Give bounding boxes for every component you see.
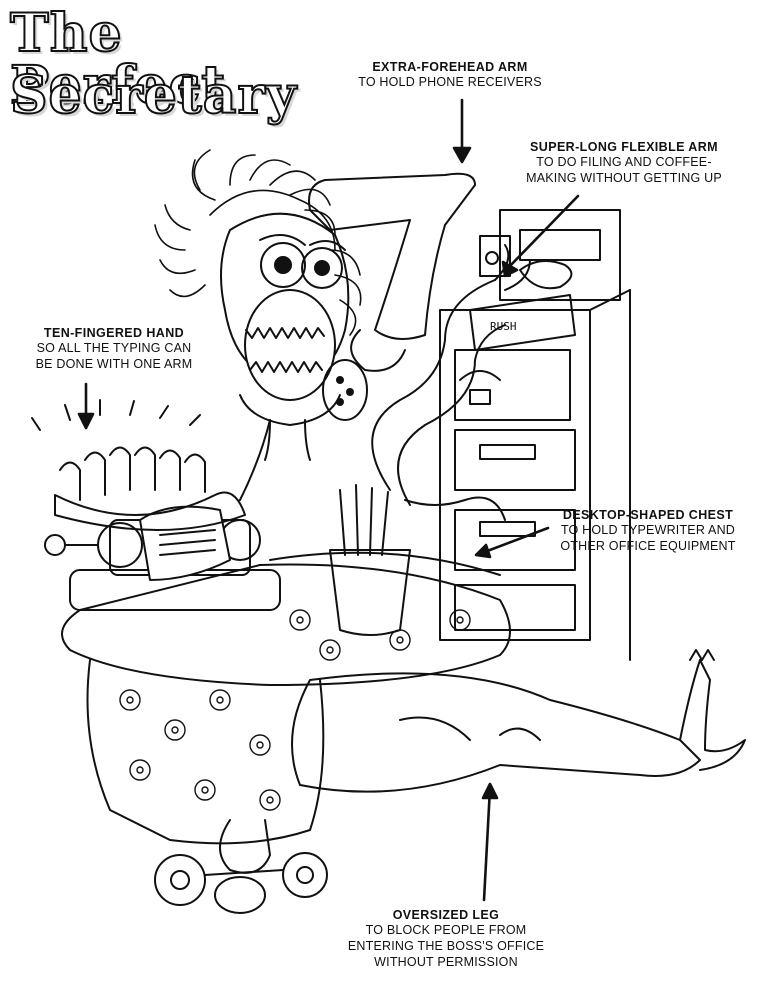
floral-skirt [86,609,471,845]
forehead-arm [308,172,476,372]
arrow-leg [481,782,499,902]
label-desktop-chest-desc-1: TO HOLD TYPEWRITER AND [560,523,736,537]
label-desktop-chest-desc-2: OTHER OFFICE EQUIPMENT [560,539,736,553]
label-ten-fingered-hand: TEN-FINGERED HAND SO ALL THE TYPING CAN … [14,326,214,372]
arrow-desk [474,526,550,559]
label-oversized-leg-desc-1: TO BLOCK PEOPLE FROM [365,923,527,937]
label-forehead-arm-desc: TO HOLD PHONE RECEIVERS [358,75,542,89]
label-oversized-leg-head: OVERSIZED LEG [392,908,500,922]
label-flexible-arm: SUPER-LONG FLEXIBLE ARM TO DO FILING AND… [508,140,740,186]
label-ten-fingered-hand-head: TEN-FINGERED HAND [43,326,185,340]
label-flexible-arm-head: SUPER-LONG FLEXIBLE ARM [530,140,718,154]
ten-fingered-hand [31,399,271,531]
coffee-machine [479,209,621,301]
label-ten-fingered-hand-desc-2: BE DONE WITH ONE ARM [35,357,193,371]
title-line-1: The Perfect [9,3,227,116]
label-ten-fingered-hand-desc-1: SO ALL THE TYPING CAN [36,341,192,355]
wheeled-base [154,819,328,914]
filing-cabinet [439,289,631,661]
label-oversized-leg: OVERSIZED LEG TO BLOCK PEOPLE FROM ENTER… [322,908,570,970]
flexible-arm [371,244,531,521]
label-oversized-leg-desc-2: ENTERING THE BOSS'S OFFICE [347,939,545,953]
label-forehead-arm-head: EXTRA-FOREHEAD ARM [372,60,528,74]
arrow-tenfinger [77,382,95,430]
title-line-2: Secretary [9,65,298,126]
label-desktop-chest: DESKTOP-SHAPED CHEST TO HOLD TYPEWRITER … [548,508,748,554]
label-oversized-leg-desc-3: WITHOUT PERMISSION [374,955,518,969]
desk-phone [454,349,571,421]
head [220,212,350,461]
pencil-cup [329,484,411,636]
arrow-flexible [501,194,580,278]
arrow-forehead [452,98,472,164]
oversized-leg [291,649,746,793]
rush-tray: RUSH [469,294,576,351]
label-flexible-arm-desc-1: TO DO FILING AND COFFEE- [536,155,712,169]
label-flexible-arm-desc-2: MAKING WITHOUT GETTING UP [526,171,722,185]
desktop-chest [61,551,511,686]
label-desktop-chest-head: DESKTOP-SHAPED CHEST [562,508,734,522]
phone-receiver [322,359,368,421]
label-forehead-arm: EXTRA-FOREHEAD ARM TO HOLD PHONE RECEIVE… [330,60,570,90]
